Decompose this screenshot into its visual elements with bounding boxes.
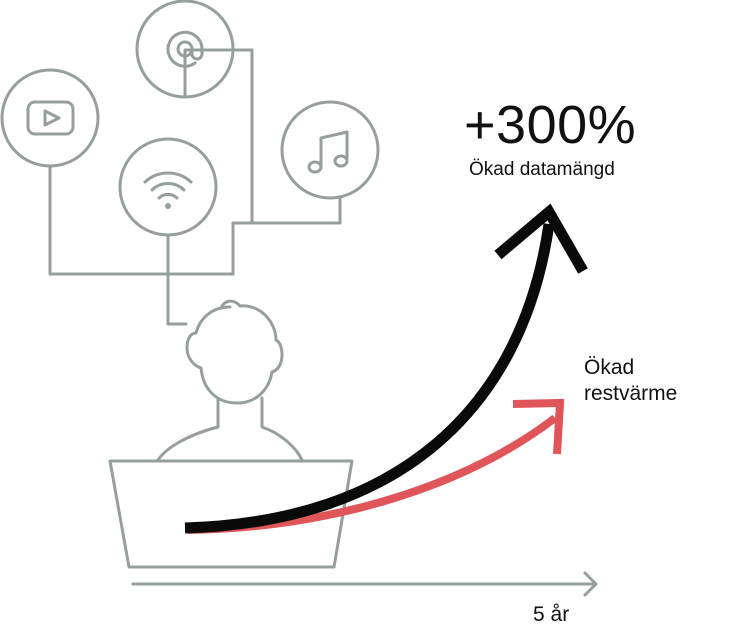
heat-increase-label: Ökad restvärme	[584, 355, 677, 408]
person-icon	[156, 299, 304, 462]
heat-label-line2: restvärme	[584, 382, 678, 406]
youtube-icon	[0, 68, 100, 168]
at-sign-icon	[135, 0, 235, 99]
music-note-icon	[280, 100, 380, 200]
wifi-icon	[118, 137, 218, 237]
laptop-icon	[108, 459, 354, 569]
heat-growth-arrow	[187, 398, 565, 534]
time-axis-label: 5 år	[533, 603, 570, 626]
connector-lines	[48, 48, 342, 326]
data-growth-arrow	[184, 203, 588, 534]
time-axis	[131, 571, 598, 597]
data-increase-value: +300%	[464, 95, 637, 155]
data-increase-caption: Ökad datamängd	[469, 159, 615, 180]
heat-label-line1: Ökad	[584, 356, 635, 379]
